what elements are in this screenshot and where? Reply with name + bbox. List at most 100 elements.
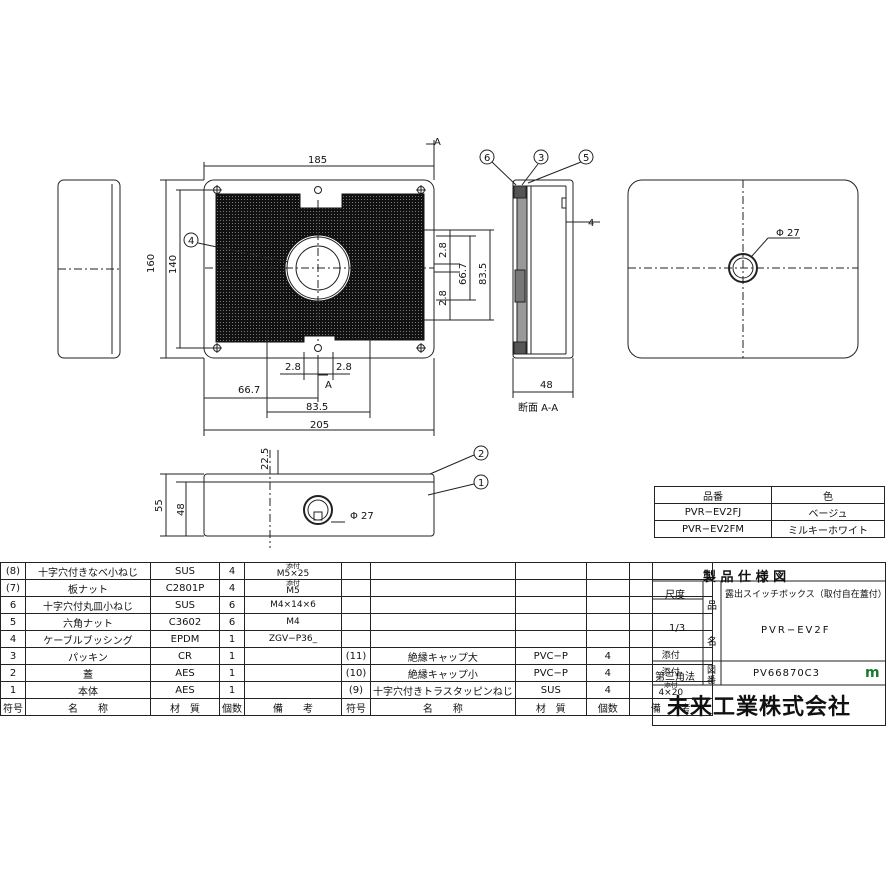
parts-note: ZGV−P36_	[268, 633, 318, 644]
dim-22-5: 22.5	[260, 448, 271, 470]
dim-185: 185	[308, 155, 327, 166]
parts-cell-name: 十字穴付きなべ小ねじ	[25, 562, 151, 580]
parts-cell-no: 6	[0, 596, 26, 614]
parts-cell-material: CR	[150, 647, 220, 665]
parts-cell-no: 3	[0, 647, 26, 665]
dim-66-7: 66.7	[238, 385, 260, 396]
parts-cell-material: AES	[150, 664, 220, 682]
parts-cell-name: パッキン	[25, 647, 151, 665]
title-block: 製 品 仕 様 図 尺度 1/3 品 名 露出スイッチボックス（取付自在蓋付） …	[652, 562, 886, 726]
front-view-height-dims	[424, 229, 494, 321]
parts-cell-name: 十字穴付丸皿小ねじ	[25, 596, 151, 614]
parts-cell-material: C2801P	[150, 579, 220, 597]
product-label-1: 品	[707, 601, 717, 612]
parts-cell-material: PVC−P	[514, 647, 587, 665]
parts-header-material: 材 質	[514, 698, 587, 716]
section-view	[479, 149, 600, 398]
parts-cell-material: SUS	[150, 596, 220, 614]
parts-cell-note	[244, 681, 342, 699]
section-mark-top: A	[434, 137, 441, 148]
parts-header-name: 名 称	[25, 698, 151, 716]
balloon-1-label: 1	[478, 478, 484, 489]
parts-header-note: 備 考	[628, 698, 713, 716]
parts-cell-name: 蓋	[25, 664, 151, 682]
parts-cell-name: 板ナット	[25, 579, 151, 597]
balloon-5-label: 5	[583, 153, 589, 164]
parts-cell-material	[514, 630, 587, 648]
parts-cell-no: 2	[0, 664, 26, 682]
parts-cell-qty	[585, 596, 630, 614]
parts-note: 4×20	[658, 688, 684, 698]
parts-cell-qty: 1	[219, 681, 245, 699]
parts-cell-material: PVC−P	[514, 664, 587, 682]
dim-66-7-vertical: 66.7	[458, 263, 469, 285]
parts-cell-note	[244, 664, 342, 682]
parts-cell-qty: 1	[219, 630, 245, 648]
parts-cell-no	[341, 596, 371, 614]
section-mark-bottom: A	[325, 380, 332, 391]
dim-83-5: 83.5	[306, 402, 328, 413]
dimension-labels: 185 A 160 140 4 2.8 2.8 A 66.7 83.5 205 …	[146, 137, 800, 522]
parts-cell-material: C3602	[150, 613, 220, 631]
color-table-row: PVR−EV2FM ミルキーホワイト	[654, 520, 885, 538]
parts-header-row: 符号名 称材 質個数備 考符号名 称材 質個数備 考	[0, 698, 713, 716]
parts-header-note: 備 考	[244, 698, 342, 716]
dim-2-8-bottom: 2.8	[438, 290, 449, 306]
color-row-partno: PVR−EV2FM	[654, 520, 772, 538]
scale-label: 尺度	[665, 590, 685, 601]
parts-cell-no: 1	[0, 681, 26, 699]
parts-cell-no: 5	[0, 613, 26, 631]
dim-48-bottom: 48	[176, 503, 187, 516]
parts-cell-no: (10)	[341, 664, 371, 682]
parts-note: 添付	[661, 650, 680, 661]
parts-cell-qty	[585, 613, 630, 631]
parts-cell-qty: 4	[585, 681, 630, 699]
parts-cell-material: SUS	[150, 562, 220, 580]
parts-cell-name: ケーブルブッシング	[25, 630, 151, 648]
parts-cell-name	[370, 630, 516, 648]
product-label-2: 名	[707, 637, 717, 648]
balloon-2-label: 2	[478, 449, 484, 460]
parts-cell-material	[514, 579, 587, 597]
parts-cell-no: (7)	[0, 579, 26, 597]
bottom-hole-label: Φ 27	[350, 511, 374, 522]
parts-cell-qty: 1	[219, 664, 245, 682]
dim-2-8-top: 2.8	[438, 242, 449, 258]
parts-cell-name: 本体	[25, 681, 151, 699]
parts-cell-name	[370, 562, 516, 580]
parts-cell-name	[370, 596, 516, 614]
parts-note-top: 添付	[286, 562, 300, 570]
balloon-4-label: 4	[188, 236, 194, 247]
parts-header-material: 材 質	[150, 698, 220, 716]
parts-cell-material	[514, 613, 587, 631]
title: 製 品 仕 様 図	[703, 570, 787, 585]
parts-note: M5	[286, 586, 300, 596]
parts-header-qty: 個数	[219, 698, 245, 716]
parts-cell-no: (8)	[0, 562, 26, 580]
parts-cell-qty	[585, 579, 630, 597]
parts-cell-no	[341, 562, 371, 580]
dim-140: 140	[168, 255, 179, 274]
parts-cell-material: AES	[150, 681, 220, 699]
parts-note: 添付	[661, 667, 680, 678]
parts-cell-name: 六角ナット	[25, 613, 151, 631]
company-name: 未来工業株式会社	[667, 695, 852, 720]
dim-4: 4	[588, 218, 594, 229]
dim-83-5-vertical: 83.5	[478, 263, 489, 285]
parts-note-top: 添付	[286, 579, 300, 587]
scale-value: 1/3	[669, 623, 686, 634]
color-table: 品番 色 PVR−EV2FJ ベージュ PVR−EV2FM ミルキーホワイト	[654, 486, 885, 538]
parts-cell-material	[514, 596, 587, 614]
section-label: 断面 A-A	[518, 401, 558, 414]
parts-header-no: 符号	[341, 698, 371, 716]
parts-cell-name	[370, 579, 516, 597]
parts-cell-qty: 4	[585, 647, 630, 665]
